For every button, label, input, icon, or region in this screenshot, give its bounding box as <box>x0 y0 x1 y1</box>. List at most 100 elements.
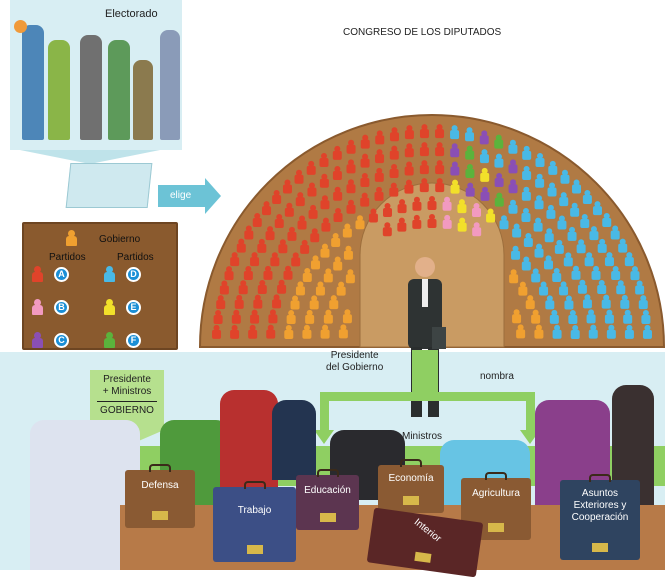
seat-pawn <box>283 265 293 280</box>
seat-pawn <box>374 186 384 201</box>
seat-pawn <box>494 172 504 187</box>
seat-pawn <box>360 172 370 187</box>
seat-pawn <box>389 164 399 179</box>
briefcase-label: Interior <box>411 516 444 545</box>
seat-pawn <box>244 225 254 240</box>
seat-pawn <box>419 124 429 139</box>
seat-pawn <box>284 324 294 339</box>
seat-pawn <box>543 255 553 270</box>
seat-pawn <box>346 199 356 214</box>
seat-pawn <box>457 217 467 232</box>
seat-pawn <box>319 152 329 167</box>
seat-pawn <box>252 213 262 228</box>
seat-pawn <box>305 309 315 324</box>
seat-pawn <box>397 199 407 214</box>
lock-icon <box>319 513 336 522</box>
seat-pawn <box>412 196 422 211</box>
seat-pawn <box>419 142 429 157</box>
seat-pawn <box>559 281 569 296</box>
seat-pawn <box>375 130 385 145</box>
seat-pawn <box>442 214 452 229</box>
seat-pawn <box>302 324 312 339</box>
briefcase-label: Defensa <box>141 480 179 491</box>
seat-pawn <box>465 145 475 160</box>
seat-pawn <box>212 324 222 339</box>
seat-pawn <box>332 166 342 181</box>
pawn-icon-party-c <box>32 332 43 348</box>
seat-pawn <box>522 166 532 181</box>
seat-pawn <box>343 245 353 260</box>
seat-pawn <box>604 252 614 267</box>
seat-pawn <box>389 145 399 160</box>
seat-pawn <box>641 309 651 324</box>
seat-pawn <box>345 269 355 284</box>
seat-pawn <box>435 142 445 157</box>
voter <box>160 30 180 140</box>
seat-pawn <box>295 192 305 207</box>
seat-pawn <box>319 173 329 188</box>
seat-pawn <box>230 324 240 339</box>
seat-pawn <box>480 167 490 182</box>
seat-pawn <box>236 238 246 253</box>
seat-pawn <box>457 199 467 214</box>
seat-pawn <box>286 310 296 325</box>
seat-pawn <box>616 280 626 295</box>
seat-pawn <box>346 159 356 174</box>
arrow-head-icon <box>205 178 221 214</box>
seat-pawn <box>265 226 275 241</box>
seat-pawn <box>419 160 429 175</box>
divider <box>97 401 157 402</box>
seat-pawn <box>272 294 282 309</box>
seat-pawn <box>523 232 533 247</box>
seat-pawn <box>499 215 509 230</box>
seat-pawn <box>570 202 580 217</box>
seat-pawn <box>512 309 522 324</box>
seat-pawn <box>465 182 475 197</box>
seat-pawn <box>465 127 475 142</box>
seat-pawn <box>552 324 562 339</box>
seat-pawn <box>250 309 260 324</box>
seat-pawn <box>346 179 356 194</box>
briefcase-label: Asuntos Exteriores y Cooperación <box>571 488 629 523</box>
seat-pawn <box>320 243 330 258</box>
lock-icon <box>152 511 168 520</box>
seat-pawn <box>635 280 645 295</box>
seat-pawn <box>404 125 414 140</box>
seat-pawn <box>297 215 307 230</box>
seat-pawn <box>508 199 518 214</box>
seat-pawn <box>591 265 601 280</box>
pawn-icon-party-e <box>104 299 115 315</box>
seat-pawn <box>508 139 518 154</box>
seat-pawn <box>291 252 301 267</box>
seat-pawn <box>332 145 342 160</box>
seat-pawn <box>486 208 496 223</box>
briefcase-economia: Economía <box>378 459 444 513</box>
seat-pawn <box>427 214 437 228</box>
seat-pawn <box>610 225 620 240</box>
seat-pawn <box>479 149 489 164</box>
seat-pawn <box>472 222 482 237</box>
seat-pawn <box>560 169 570 184</box>
seat-pawn <box>272 189 282 204</box>
seat-pawn <box>521 208 531 223</box>
seat-pawn <box>589 226 599 241</box>
seat-pawn <box>570 324 580 339</box>
seat-pawn <box>360 134 370 149</box>
seat-pawn <box>602 213 612 228</box>
seat-pawn <box>546 204 556 219</box>
party-badge-c: C <box>54 333 69 348</box>
briefcase-label: Economía <box>388 473 434 484</box>
seat-pawn <box>231 309 241 324</box>
president-label: Presidente del Gobierno <box>326 350 383 374</box>
seat-pawn <box>547 182 557 197</box>
nombra-stem <box>412 350 438 400</box>
seat-pawn <box>511 245 521 260</box>
seat-pawn <box>624 324 634 339</box>
seat-pawn <box>315 281 325 296</box>
seat-pawn <box>450 143 460 158</box>
seat-pawn <box>323 268 333 283</box>
seat-pawn <box>278 239 288 254</box>
briefcase-asuntos-exteriores: Asuntos Exteriores y Cooperación <box>560 474 640 560</box>
seat-pawn <box>300 239 310 254</box>
